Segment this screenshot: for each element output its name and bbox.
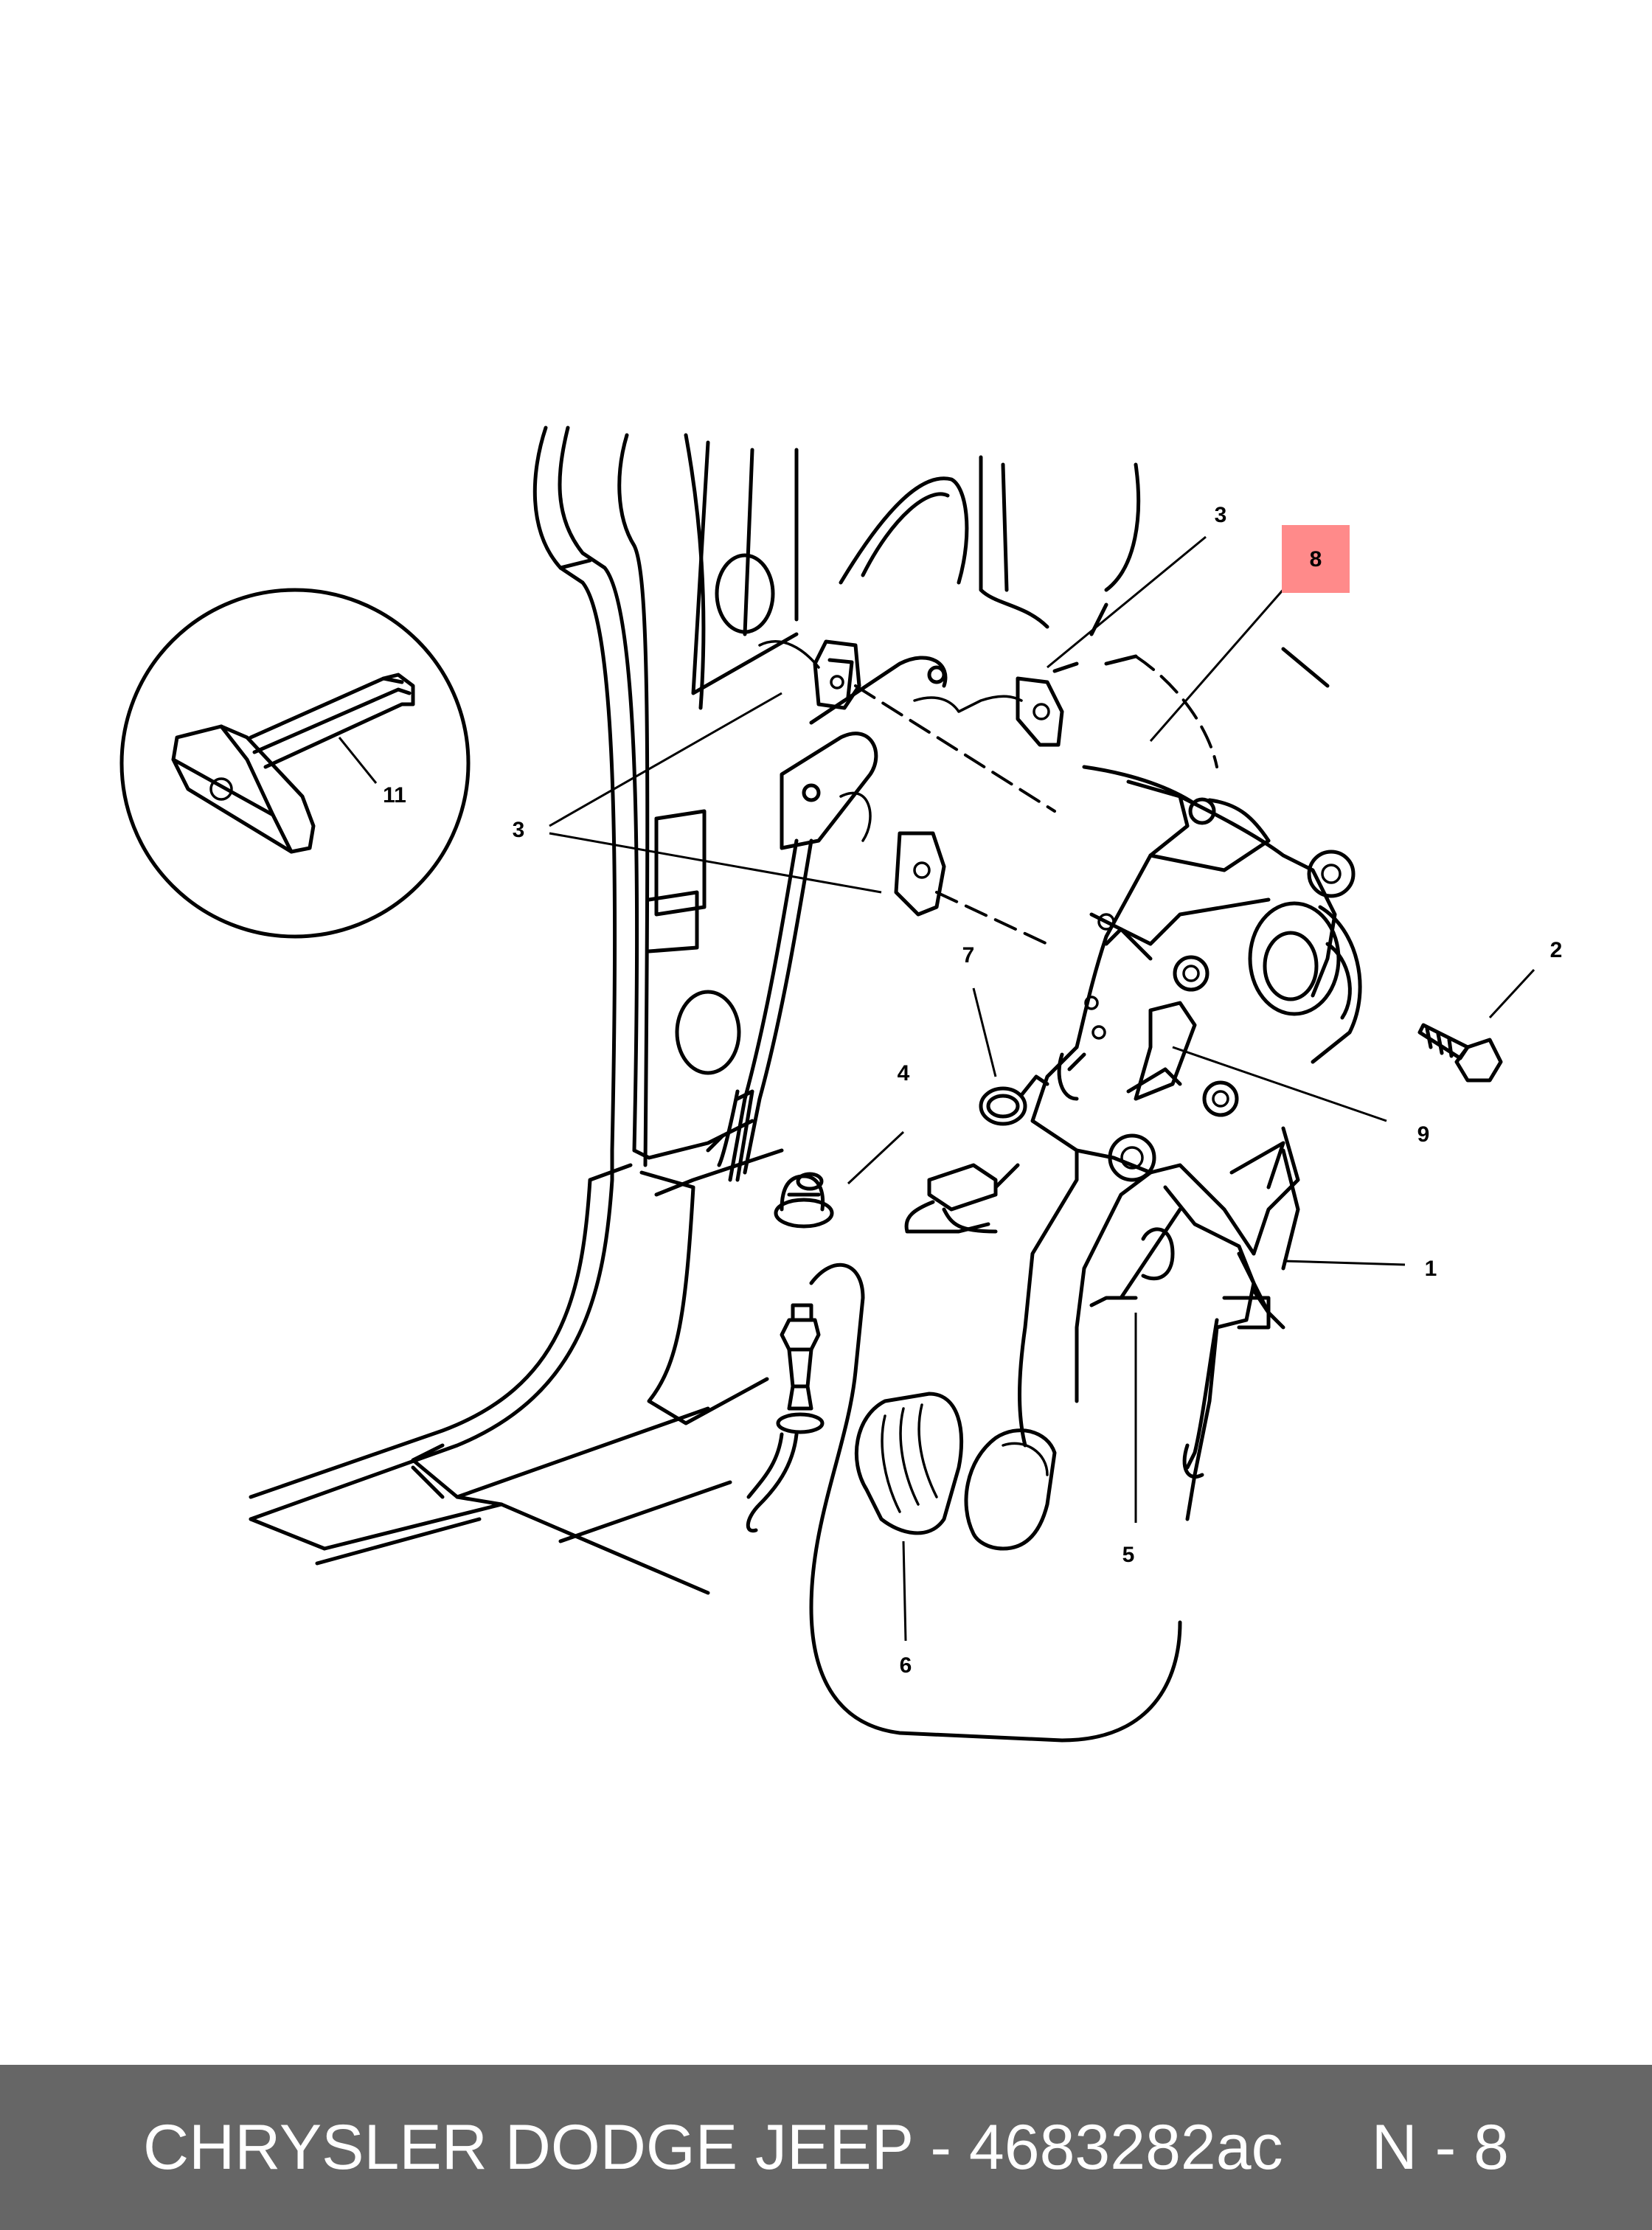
clip-upper-right [1016,676,1064,747]
callout-8: 8 [1310,547,1322,572]
pedal-pad-right [964,1428,1057,1551]
ring-clip [979,1074,1049,1126]
callout-7: 7 [962,943,975,968]
pushpin [774,1172,834,1229]
footer-bar: CHRYSLER DODGE JEEP - 4683282ac N - 8 [0,2065,1652,2230]
callout-3-left: 3 [513,818,525,842]
body-structure [249,425,1330,1595]
clip-upper-left [813,639,861,710]
callout-3-top: 3 [1215,503,1227,527]
vacuum-hose [746,1432,799,1533]
callout-9: 9 [1417,1122,1430,1147]
parking-brake-assembly [1018,779,1362,1521]
mounting-bracket [780,656,948,850]
parking-brake-exploded-diagram: 8 3 3 2 7 4 9 1 5 6 11 [119,425,1563,1743]
callout-11: 11 [383,783,406,807]
callout-2: 2 [1550,938,1563,962]
connector [904,1163,1020,1234]
callout-1: 1 [1425,1257,1437,1281]
stop-lamp-switch [776,1303,825,1434]
cable-assembly [809,765,1271,1743]
inset-detail [119,588,471,939]
bolt [1417,1023,1503,1083]
callout-8-highlight [1282,525,1350,593]
leader-lines [338,535,1535,1642]
footer-part-number: CHRYSLER DODGE JEEP - 4683282ac [143,2111,1283,2183]
callout-5: 5 [1122,1543,1135,1567]
pedal-pad-left [854,1392,964,1535]
clip-lower [894,831,946,917]
footer-reference: N - 8 [1371,2111,1509,2183]
callout-6: 6 [900,1653,912,1678]
callout-4: 4 [898,1061,910,1086]
